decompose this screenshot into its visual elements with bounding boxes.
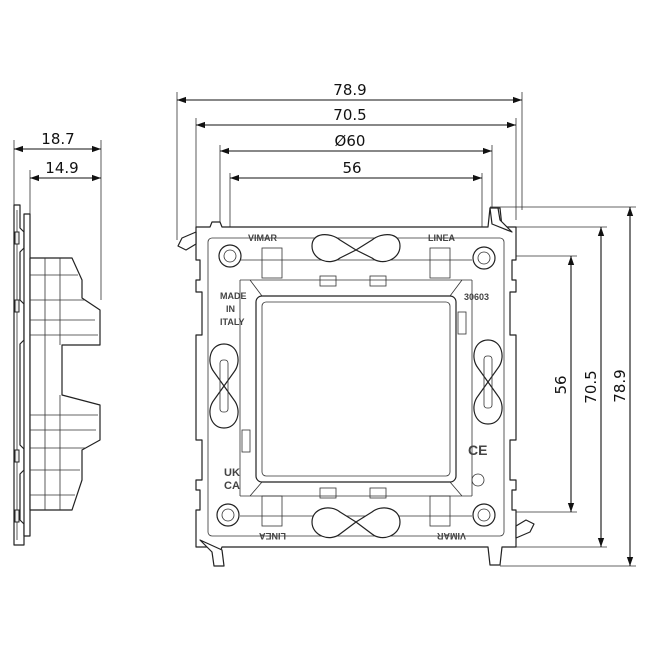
dim-outer-height-label: 78.9 bbox=[611, 369, 629, 402]
right-dimensions: 56 70.5 78.9 bbox=[490, 206, 636, 567]
marking-made-1: MADE bbox=[220, 291, 247, 301]
dim-mount-width-label: 70.5 bbox=[333, 106, 366, 124]
marking-vimar-top: VIMAR bbox=[248, 233, 278, 243]
dim-mount-height-label: 70.5 bbox=[582, 370, 600, 403]
mount-hole-top-left bbox=[218, 244, 242, 268]
marking-linea-bottom: LINEA bbox=[258, 531, 286, 541]
screw-slot-left bbox=[209, 343, 239, 429]
marking-made-2: IN bbox=[226, 304, 235, 314]
screw-slot-top bbox=[311, 234, 401, 263]
marking-vimar-bottom: VIMAR bbox=[437, 531, 467, 541]
marking-code: 30603 bbox=[464, 292, 489, 302]
side-dim-total-label: 18.7 bbox=[41, 130, 74, 148]
screw-slot-right bbox=[473, 339, 503, 425]
mount-hole-bottom-right bbox=[472, 503, 496, 527]
central-aperture bbox=[255, 295, 457, 483]
marking-ukca-1: UK bbox=[224, 467, 240, 479]
dim-hole-height-label: 56 bbox=[552, 375, 570, 394]
front-view-frame: VIMAR LINEA 30603 MADE IN ITALY UK CA CE… bbox=[177, 207, 535, 567]
marking-linea-top: LINEA bbox=[428, 233, 456, 243]
marking-ukca-2: CA bbox=[224, 480, 240, 492]
top-dimensions: 78.9 70.5 Ø60 56 bbox=[176, 81, 523, 250]
dim-outer-width-label: 78.9 bbox=[333, 81, 366, 99]
screw-slot-bottom bbox=[311, 507, 401, 539]
mount-hole-bottom-left bbox=[216, 503, 240, 527]
mount-hole-top-right bbox=[472, 246, 496, 270]
marking-made-3: ITALY bbox=[220, 317, 245, 327]
certification-mark-icon bbox=[471, 473, 485, 487]
side-view: 18.7 14.9 bbox=[13, 130, 102, 546]
dim-diameter-label: Ø60 bbox=[335, 132, 366, 150]
side-dim-inner-label: 14.9 bbox=[45, 159, 78, 177]
marking-ce: CE bbox=[468, 442, 487, 458]
dim-hole-width-label: 56 bbox=[342, 159, 361, 177]
